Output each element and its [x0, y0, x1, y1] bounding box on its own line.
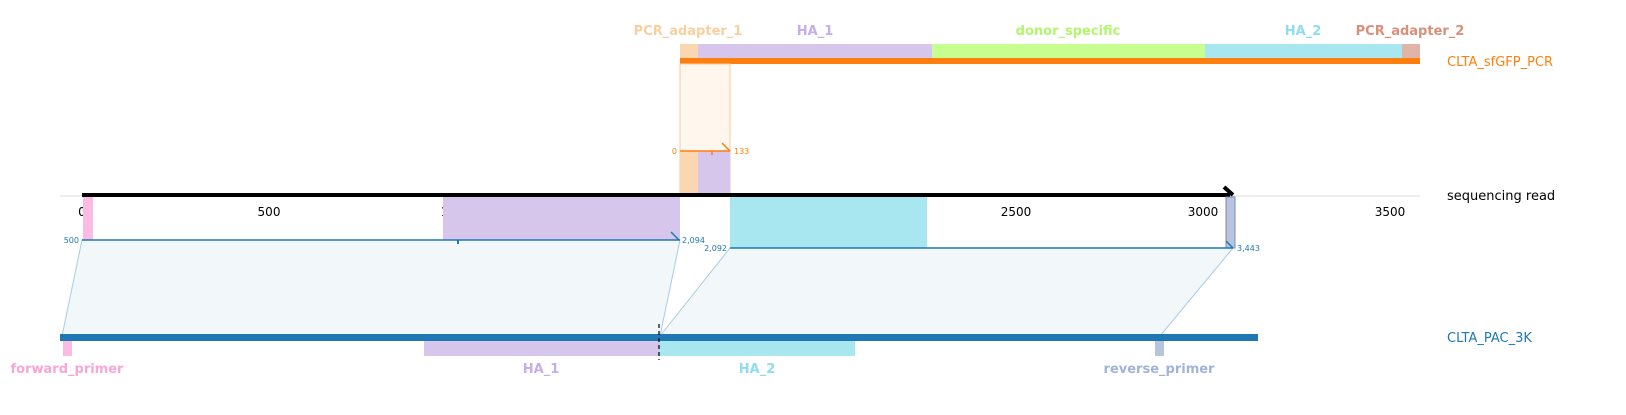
tick-label: 500 — [258, 205, 281, 219]
plasmid-reverse-primer-block — [1155, 341, 1164, 356]
pcr-aligned-ha1-on-read — [698, 151, 730, 195]
pcr-adapter-2-block — [1402, 44, 1420, 60]
tick-label: 2500 — [1001, 205, 1032, 219]
pcr-track-name: CLTA_sfGFP_PCR — [1447, 55, 1553, 70]
plasmid-alignment-2-end: 3,443 — [1237, 244, 1260, 253]
plasmid-ha2-block — [659, 341, 855, 356]
read-ha1-block — [443, 197, 680, 240]
plasmid-track — [60, 334, 1258, 341]
plasmid-alignment-2-band — [658, 247, 1235, 337]
pcr-alignment-start: 0 — [672, 147, 677, 156]
pcr-product-track — [680, 58, 1420, 64]
pcr-adapter-1-block — [680, 44, 698, 60]
plasmid-alignment-1-end: 2,094 — [682, 236, 705, 245]
read-track-name: sequencing read — [1447, 189, 1555, 204]
read-ha2-block — [730, 197, 927, 248]
plasmid-alignment-1-arrowhead — [670, 231, 680, 241]
pcr-alignment-arrow-head — [721, 142, 731, 152]
plasmid-ha1-block — [424, 341, 659, 356]
tick-label: 3500 — [1375, 205, 1406, 219]
ha-2-top-label: HA_2 — [1285, 24, 1322, 39]
pcr-adapter-1-label: PCR_adapter_1 — [634, 24, 743, 39]
ha-1-top-label: HA_1 — [797, 24, 834, 39]
plasmid-alignment-1-start: 500 — [64, 236, 79, 245]
ha-1-top-block — [698, 44, 932, 60]
plasmid-track-name: CLTA_PAC_3K — [1447, 331, 1532, 346]
plasmid-alignment-2-start: 2,092 — [704, 244, 727, 253]
plasmid-alignment-2-arrowhead — [1225, 240, 1234, 249]
pcr-adapter-2-label: PCR_adapter_2 — [1356, 24, 1465, 39]
donor-specific-label: donor_specific — [1016, 24, 1121, 39]
sequencing-read-arrowhead — [1222, 185, 1235, 197]
ha-2-bottom-label: HA_2 — [739, 362, 776, 377]
reverse-primer-label: reverse_primer — [1104, 362, 1216, 377]
pcr-aligned-adapter-on-read — [680, 151, 698, 195]
read-forward-primer-block — [83, 197, 93, 240]
ha-1-bottom-label: HA_1 — [523, 362, 560, 377]
pcr-alignment-end: 133 — [734, 147, 749, 156]
plasmid-alignment-1-band — [61, 239, 681, 337]
plasmid-forward-primer-block — [63, 341, 72, 356]
tick-label: 3000 — [1188, 205, 1219, 219]
read-reverse-primer-block — [1225, 196, 1236, 249]
ha-2-top-block — [1205, 44, 1402, 60]
tick-label: 0 — [78, 205, 86, 219]
donor-specific-block — [932, 44, 1205, 60]
forward-primer-label: forward_primer — [11, 362, 125, 377]
